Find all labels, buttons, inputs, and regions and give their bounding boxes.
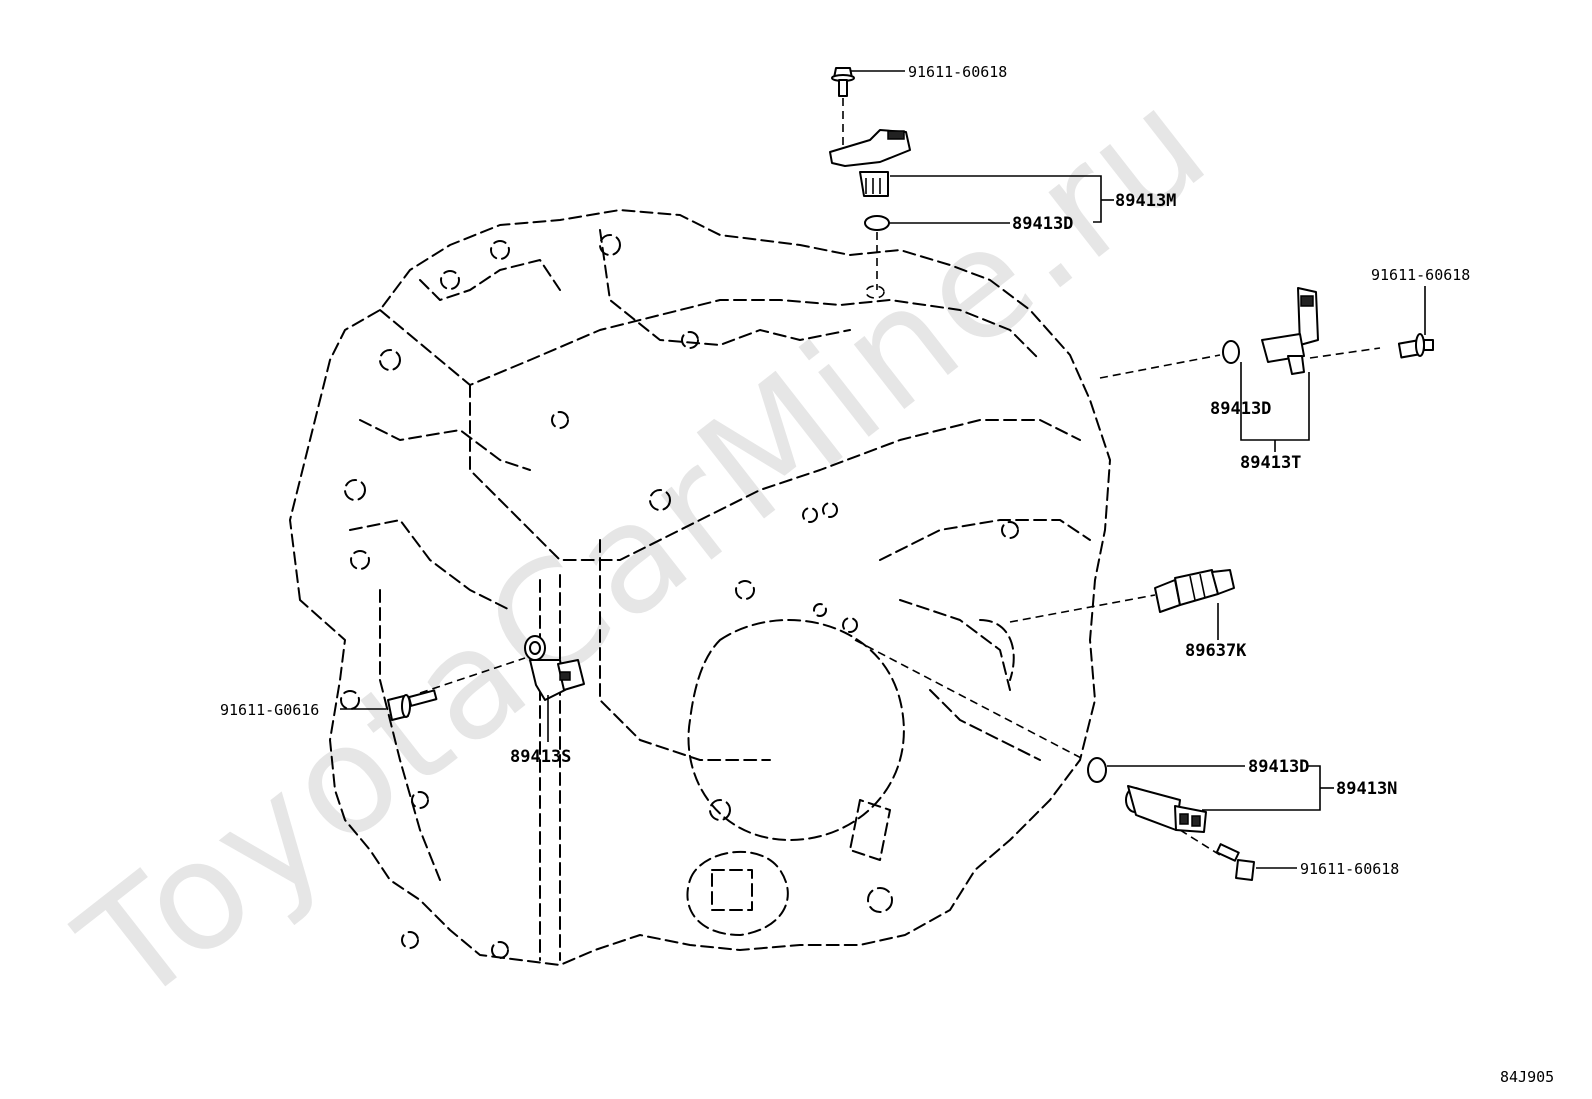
right-oring-label: 89413D xyxy=(1210,399,1271,419)
right-sensor-group xyxy=(1099,286,1434,452)
lower-sensor-assy-label: 89413N xyxy=(1336,779,1397,799)
left-sensor-label: 89413S xyxy=(510,747,571,767)
lower-oring-label: 89413D xyxy=(1248,757,1309,777)
lower-oring-icon xyxy=(1087,757,1107,783)
right-sensor-icon xyxy=(1261,287,1319,375)
top-bolt-label: 91611-60618 xyxy=(908,63,1007,81)
right-oring-icon xyxy=(1222,340,1240,364)
top-sensor-group xyxy=(829,67,1114,290)
top-bolt-icon xyxy=(831,67,855,97)
lower-sensor-group xyxy=(854,639,1334,881)
switch-group xyxy=(1009,569,1235,640)
left-bolt-icon xyxy=(387,689,438,721)
left-sensor-icon xyxy=(524,635,585,701)
right-bolt-label: 91611-60618 xyxy=(1371,266,1470,284)
right-bolt-icon xyxy=(1397,333,1434,359)
lower-bolt-label: 91611-60618 xyxy=(1300,860,1399,878)
lower-sensor-icon xyxy=(1125,785,1207,833)
lower-bolt-icon xyxy=(1215,843,1255,881)
top-oring-label: 89413D xyxy=(1012,214,1073,234)
switch-icon xyxy=(1154,569,1235,613)
switch-label: 89637K xyxy=(1185,641,1247,661)
transaxle-housing xyxy=(289,209,1111,966)
left-sensor-group xyxy=(340,635,585,742)
top-sensor-assy-label: 89413M xyxy=(1115,191,1176,211)
top-oring-icon xyxy=(864,215,890,231)
left-bolt-label: 91611-G0616 xyxy=(220,701,319,719)
right-sensor-assy-label: 89413T xyxy=(1240,453,1301,473)
top-sensor-icon xyxy=(829,129,911,197)
figure-code: 84J905 xyxy=(1500,1068,1554,1086)
